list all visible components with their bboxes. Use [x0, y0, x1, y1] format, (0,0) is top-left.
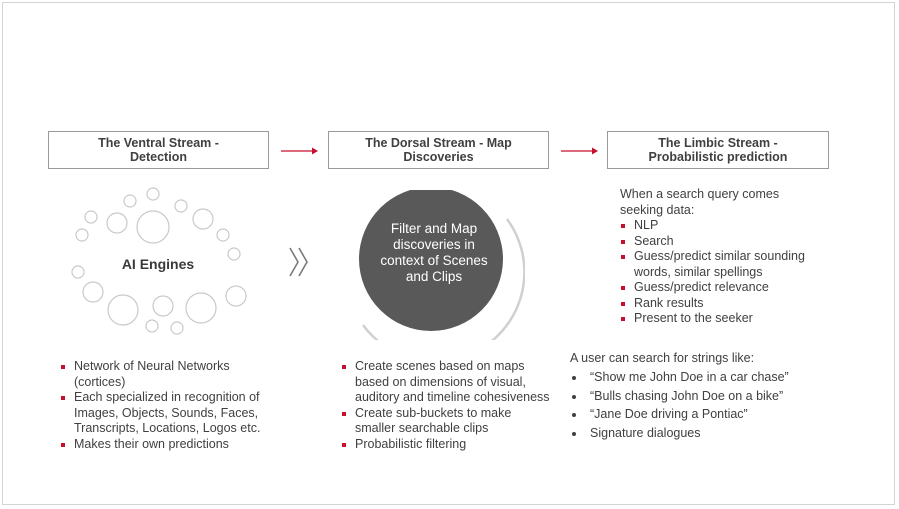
list-item-text: Present to the seeker: [634, 311, 753, 325]
list-item-text: Rank results: [634, 295, 704, 310]
ventral-bullet-list: Network of Neural Networks (cortices) Ea…: [60, 359, 270, 452]
ai-engines-circle-cluster: [71, 187, 247, 335]
filter-map-circle: [359, 190, 525, 340]
bullet-marker: [621, 286, 625, 290]
circle-arc-decoration: [361, 218, 525, 340]
list-item: “Jane Doe driving a Pontiac”: [570, 407, 870, 423]
limbic-bullet-list: NLP Search Guess/predict similar soundin…: [620, 218, 840, 327]
list-item: Probabilistic filtering: [341, 437, 551, 453]
bullet-marker: [621, 255, 625, 259]
header-dorsal-stream: The Dorsal Stream - Map Discoveries: [328, 131, 549, 169]
bullet-marker: [621, 224, 625, 228]
list-item: Present to the seeker: [620, 311, 840, 327]
list-item: Network of Neural Networks (cortices): [60, 359, 270, 390]
right-arrow-icon: [561, 147, 598, 155]
header-dorsal-stream-text: The Dorsal Stream - Map Discoveries: [365, 136, 512, 164]
list-item: Each specialized in recognition of Image…: [60, 390, 270, 437]
bullet-marker: [342, 411, 346, 416]
list-item-text: Guess/predict similar sounding words, si…: [634, 249, 805, 279]
list-item: Rank results: [620, 296, 840, 312]
list-item-text: Network of Neural Networks (cortices): [74, 359, 230, 389]
list-item: Guess/predict similar sounding words, si…: [620, 249, 840, 280]
header-limbic-stream: The Limbic Stream - Probabilistic predic…: [607, 131, 829, 169]
list-item: Create scenes based on maps based on dim…: [341, 359, 551, 406]
list-item: “Show me John Doe in a car chase”: [570, 370, 870, 386]
list-item-text: “Jane Doe driving a Pontiac”: [590, 407, 748, 421]
filter-circle-text: Filter and Map discoveries in context of…: [380, 221, 488, 284]
list-item: Guess/predict relevance: [620, 280, 840, 296]
limbic-intro-text: When a search query comes seeking data:: [620, 187, 780, 217]
bullet-marker: [621, 317, 625, 321]
search-examples-list: “Show me John Doe in a car chase” “Bulls…: [570, 370, 870, 444]
double-chevron-right-icon: [289, 247, 308, 277]
list-item: Signature dialogues: [570, 426, 870, 442]
list-item-text: Makes their own predictions: [74, 436, 229, 451]
list-item: Search: [620, 234, 840, 250]
bullet-marker: [61, 396, 65, 400]
bullet-marker: [621, 301, 625, 306]
list-item-text: NLP: [634, 218, 659, 232]
filter-circle-fill: [359, 190, 503, 331]
header-limbic-stream-text: The Limbic Stream - Probabilistic predic…: [648, 136, 788, 164]
list-item-text: Each specialized in recognition of Image…: [74, 390, 261, 435]
ai-engines-label: AI Engines: [121, 256, 195, 272]
bullet-marker: [342, 365, 346, 369]
list-item: “Bulls chasing John Doe on a bike”: [570, 389, 870, 405]
list-item-text: “Show me John Doe in a car chase”: [590, 370, 789, 384]
list-item-text: Create sub-buckets to make smaller searc…: [355, 405, 512, 436]
bullet-marker: [342, 442, 346, 447]
right-arrow-icon: [281, 147, 318, 155]
list-item-text: Search: [634, 233, 674, 248]
bullet-dot: [572, 431, 576, 436]
list-item-text: “Bulls chasing John Doe on a bike”: [590, 388, 784, 403]
bullet-dot: [572, 413, 576, 417]
search-intro-text: A user can search for strings like:: [570, 351, 755, 365]
list-item: Create sub-buckets to make smaller searc…: [341, 406, 551, 437]
header-ventral-stream: The Ventral Stream - Detection: [48, 131, 269, 169]
bullet-dot: [572, 394, 576, 399]
bullet-marker: [621, 239, 625, 244]
list-item-text: Signature dialogues: [590, 425, 701, 440]
list-item-text: Probabilistic filtering: [355, 436, 467, 451]
list-item-text: Create scenes based on maps based on dim…: [355, 359, 550, 404]
bullet-marker: [61, 365, 65, 369]
dorsal-bullet-list: Create scenes based on maps based on dim…: [341, 359, 551, 452]
list-item: Makes their own predictions: [60, 437, 270, 453]
bullet-marker: [61, 442, 65, 447]
list-item-text: Guess/predict relevance: [634, 280, 769, 294]
list-item: NLP: [620, 218, 840, 234]
bullet-dot: [572, 376, 576, 380]
header-ventral-stream-text: The Ventral Stream - Detection: [98, 136, 219, 164]
